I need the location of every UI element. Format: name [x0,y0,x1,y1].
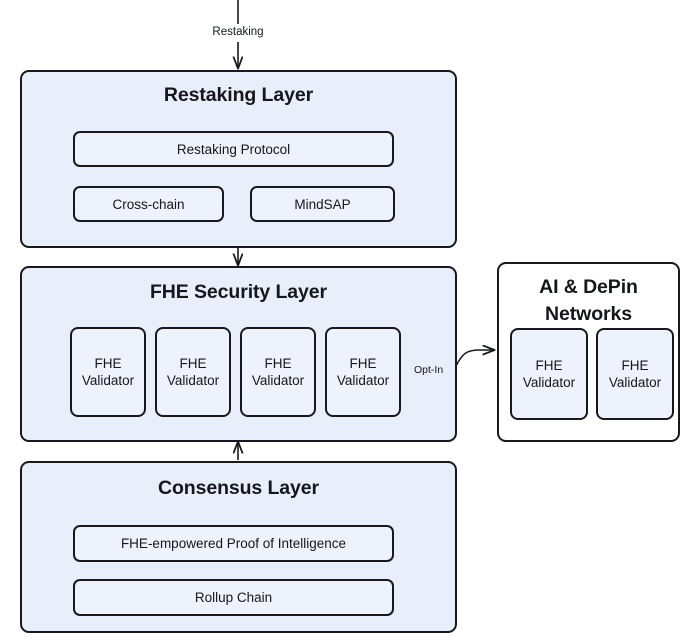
ai-depin-networks-panel: AI & DePin Networks FHE Validator FHE Va… [497,262,680,442]
fhe-validator-cell-4[interactable]: FHE Validator [325,327,401,417]
fhe-validator-line1: FHE [264,356,292,371]
cross-chain-cell[interactable]: Cross-chain [73,186,224,222]
fhe-validator-cell-3[interactable]: FHE Validator [240,327,316,417]
fhe-security-layer-title: FHE Security Layer [149,281,328,303]
ai-depin-fhe-validator-cell-1[interactable]: FHE Validator [510,328,588,420]
restaking-layer-title: Restaking Layer [163,84,314,106]
fhe-validator-line1: FHE [94,356,122,371]
fhe-validator-line2: Validator [608,375,662,390]
fhe-validator-line2: Validator [522,375,576,390]
restaking-layer-panel: Restaking Layer Restaking Protocol Cross… [20,70,457,248]
rollup-chain-cell[interactable]: Rollup Chain [73,579,394,616]
ai-depin-fhe-validator-cell-2[interactable]: FHE Validator [596,328,674,420]
fhe-validator-line2: Validator [81,373,135,388]
optin-label: Opt-In [414,364,444,376]
ai-depin-title-line2: Networks [545,303,632,325]
fhe-validator-cell-1[interactable]: FHE Validator [70,327,146,417]
restaking-protocol-cell[interactable]: Restaking Protocol [73,131,394,167]
fhe-validator-line1: FHE [535,358,563,373]
fhe-security-layer-panel: FHE Security Layer FHE Validator FHE Val… [20,266,457,442]
ai-depin-title-line1: AI & DePin [539,276,638,298]
fhe-validator-line1: FHE [349,356,377,371]
consensus-layer-title: Consensus Layer [157,477,320,499]
fhe-validator-line2: Validator [336,373,390,388]
proof-of-intelligence-cell[interactable]: FHE-empowered Proof of Intelligence [73,525,394,562]
fhe-validator-line1: FHE [179,356,207,371]
fhe-validator-line1: FHE [621,358,649,373]
restaking-flow-label: Restaking [212,26,264,38]
consensus-layer-panel: Consensus Layer FHE-empowered Proof of I… [20,461,457,633]
fhe-validator-cell-2[interactable]: FHE Validator [155,327,231,417]
fhe-validator-line2: Validator [166,373,220,388]
fhe-validator-line2: Validator [251,373,305,388]
mindsap-cell[interactable]: MindSAP [250,186,395,222]
optin-arrow [455,350,494,367]
